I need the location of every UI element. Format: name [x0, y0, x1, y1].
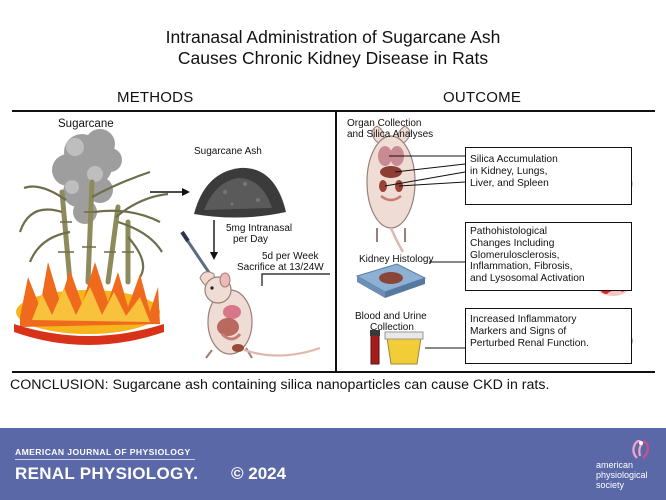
schedule-line-1: 5d per Week — [262, 251, 319, 262]
society-name: american physiological society — [596, 460, 648, 490]
bottom-divider — [12, 371, 655, 373]
blood-line-1: Blood and Urine — [355, 311, 427, 322]
journal-series: RENAL PHYSIOLOGY. — [15, 464, 199, 483]
header-divider — [12, 110, 655, 112]
box-patho-text: Pathohistological Changes Including Glom… — [470, 226, 585, 285]
organ-line-1: Organ Collection — [347, 118, 422, 129]
conclusion-text: CONCLUSION: Sugarcane ash containing sil… — [10, 377, 550, 393]
urine-cup — [384, 331, 424, 365]
title-line-2: Causes Chronic Kidney Disease in Rats — [177, 48, 489, 68]
society-line-1: american — [596, 460, 634, 470]
box-inflam-text: Increased Inflammatory Markers and Signs… — [470, 314, 589, 349]
outcome-box-silica — [465, 147, 632, 205]
box-silica-line-3: Liver, and Spleen — [470, 177, 549, 189]
society-line-3: society — [596, 480, 625, 490]
sugarcane-leaves — [18, 170, 169, 278]
organ-line-2: and Silica Analyses — [347, 129, 434, 140]
section-divider — [335, 111, 337, 371]
sugarcane-label: Sugarcane — [58, 118, 114, 130]
box-silica-line-1: Silica Accumulation — [470, 154, 558, 165]
box-inflam-line-3: Perturbed Renal Function. — [470, 337, 589, 349]
methods-heading: METHODS — [117, 89, 194, 106]
box-inflam-line-1: Increased Inflammatory — [470, 314, 577, 325]
ash-label: Sugarcane Ash — [194, 146, 262, 157]
fire-flames — [14, 262, 164, 345]
rat-dissected — [366, 125, 416, 253]
blood-line-2: Collection — [370, 322, 414, 333]
journal-rule — [15, 459, 195, 460]
ash-pile — [194, 167, 286, 218]
title-line-1: Intranasal Administration of Sugarcane A… — [165, 27, 501, 47]
box-patho-line-5: and Lysosomal Activation — [470, 273, 585, 285]
dose-line-1: 5mg Intranasal — [226, 223, 293, 234]
blood-tube — [370, 330, 380, 365]
outcome-heading: OUTCOME — [443, 89, 522, 106]
histology-label: Kidney Histology — [359, 254, 434, 265]
methods-illustration — [14, 129, 330, 359]
box-patho-line-3: Glomerulosclerosis, — [470, 249, 560, 261]
pipette — [183, 236, 214, 278]
dose-line-2: per Day — [233, 234, 269, 245]
rat-upright — [199, 271, 321, 359]
histology-slide — [355, 263, 427, 298]
organ-pointers — [384, 155, 466, 187]
society-logo-icon — [632, 439, 649, 459]
box-patho-line-1: Pathohistological — [470, 226, 548, 237]
outcome-box-inflammatory — [465, 308, 632, 364]
journal-footer — [0, 428, 666, 500]
society-line-2: physiological — [596, 470, 648, 480]
schedule-bracket — [261, 273, 330, 286]
box-inflam-line-2: Markers and Signs of — [470, 325, 567, 337]
box-silica-text: Silica Accumulation in Kidney, Lungs, Li… — [470, 154, 558, 189]
outcome-box-pathohistology — [465, 222, 632, 291]
schedule-line-2: Sacrifice at 13/24W — [237, 262, 324, 273]
box-patho-line-2: Changes Including — [470, 237, 555, 249]
copyright: © 2024 — [231, 464, 287, 483]
box-patho-line-4: Inflammation, Fibrosis, — [470, 261, 573, 273]
journal-name: AMERICAN JOURNAL OF PHYSIOLOGY — [15, 447, 191, 457]
box-silica-line-2: in Kidney, Lungs, — [470, 165, 548, 177]
